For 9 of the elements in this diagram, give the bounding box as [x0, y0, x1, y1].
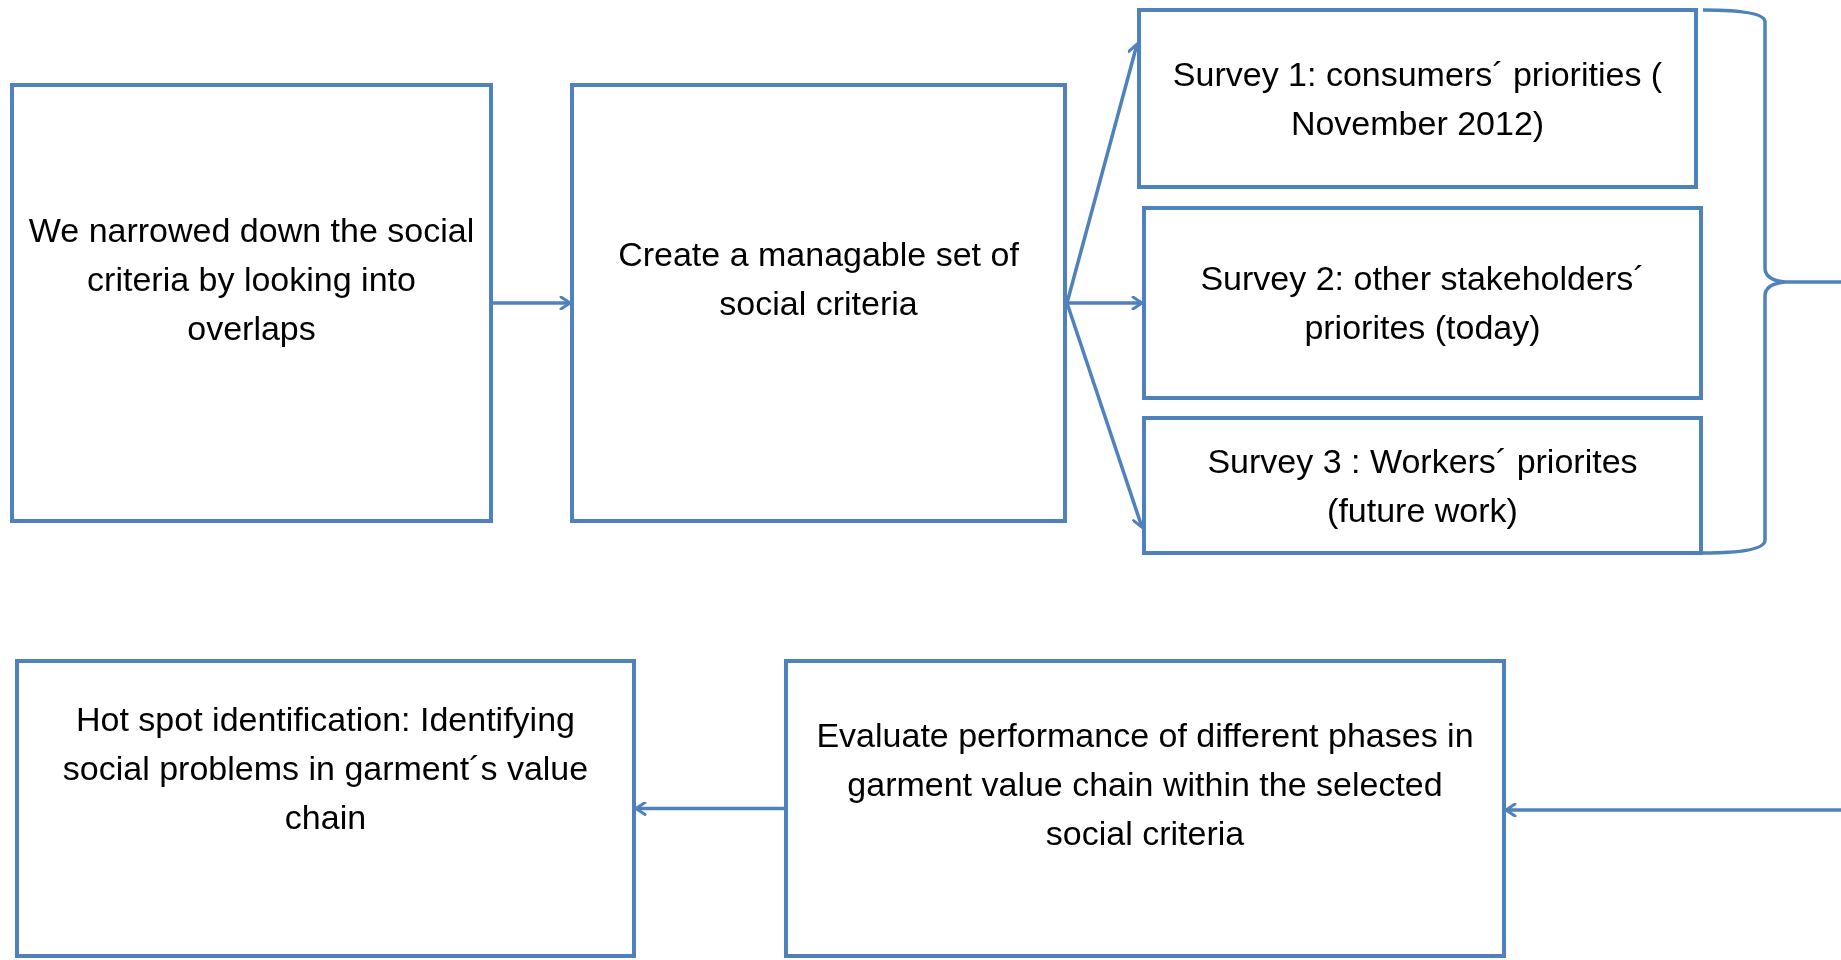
process-box: We narrowed down the social criteria by looking into overlaps: [10, 83, 493, 523]
process-box: Survey 1: consumers´ priorities ( November 2012): [1137, 8, 1698, 189]
arrow: [1067, 295, 1144, 311]
arrow: [493, 295, 572, 311]
process-box: Create a managable set of social criteria: [570, 83, 1067, 523]
process-box: Survey 2: other stakeholders´ priorites (today): [1142, 206, 1703, 400]
process-box: Evaluate performance of different phases in garment value chain within the selected social criteria: [784, 659, 1506, 958]
process-box: Hot spot identification: Identifying social problems in garment´s value chain: [15, 659, 636, 958]
process-box: Survey 3 : Workers´ priorites (future work): [1142, 416, 1703, 555]
